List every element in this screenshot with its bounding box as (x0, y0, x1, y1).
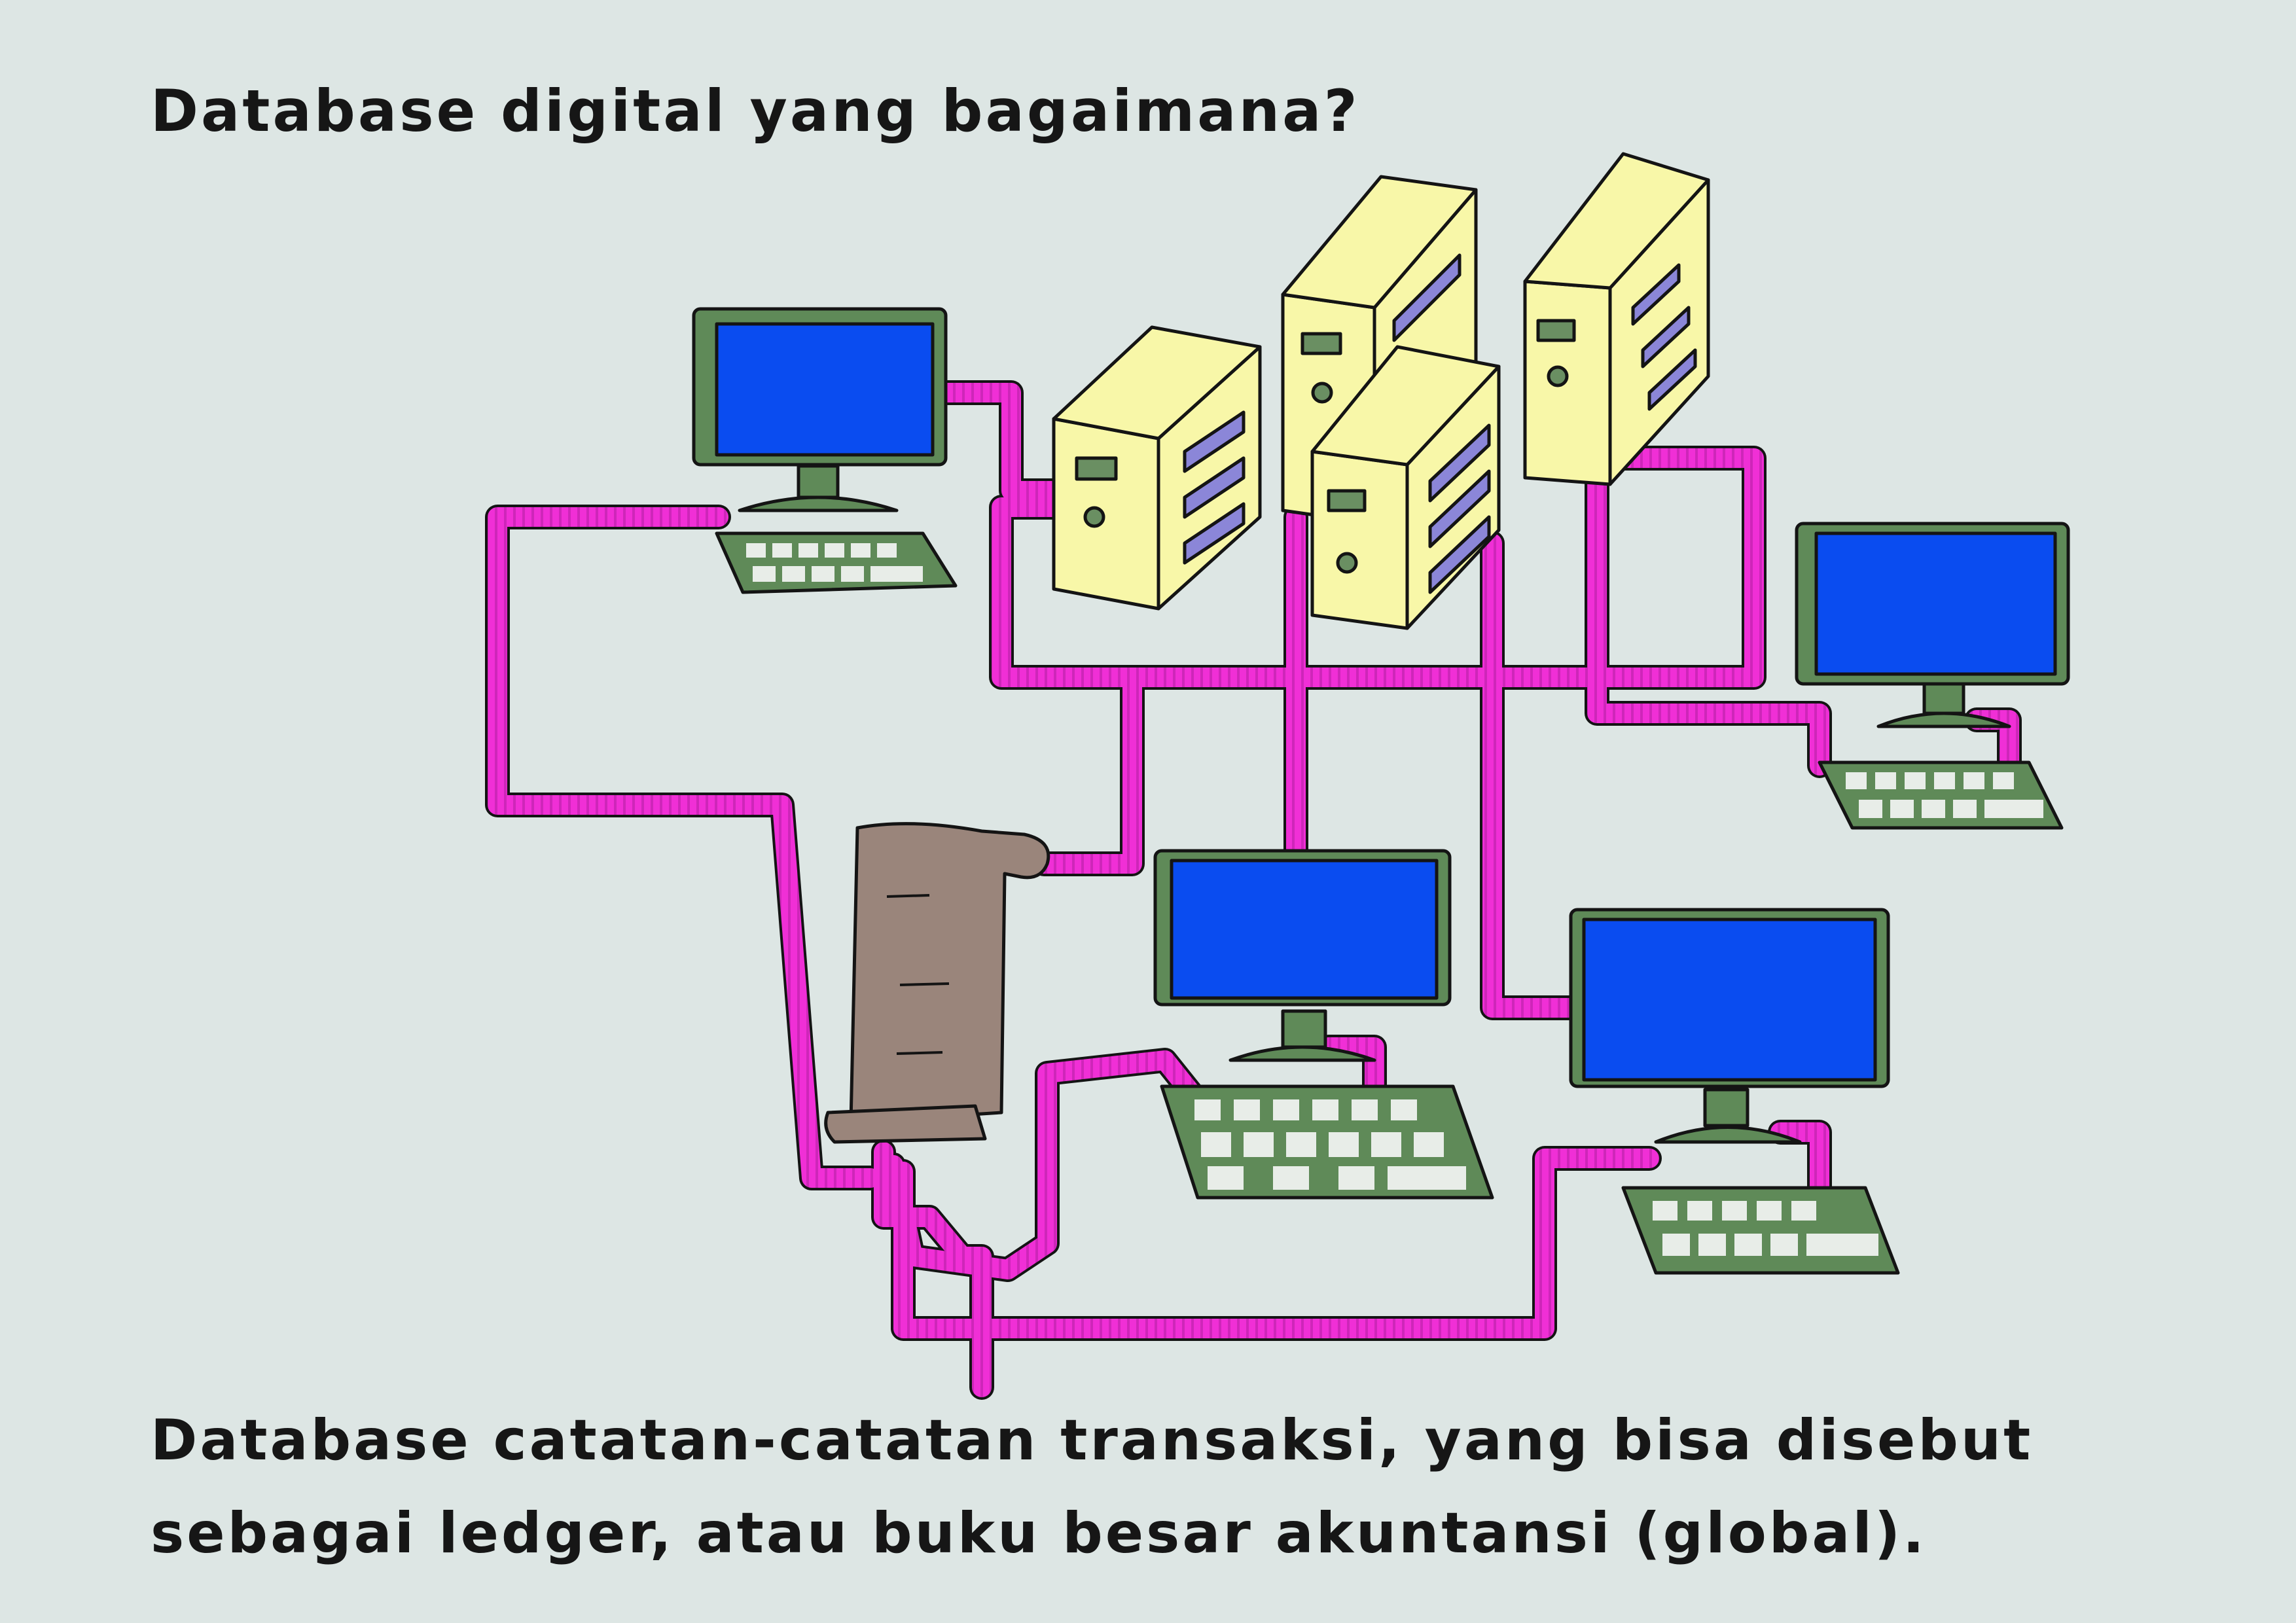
server-1 (1052, 325, 1262, 611)
description-line-2: sebagai ledger, atau buku besar akuntans… (151, 1501, 1927, 1566)
monitor-top-left (692, 307, 948, 512)
cable-network (485, 380, 2022, 1400)
server-4 (1310, 345, 1501, 630)
description-line-1: Database catatan-catatan transaksi, yang… (151, 1408, 2034, 1473)
server-3 (1523, 152, 1710, 486)
monitor-right (1795, 522, 2070, 728)
keyboard-center (1160, 1084, 1494, 1200)
monitor-center (1153, 849, 1452, 1062)
keyboard-top-left (715, 531, 958, 594)
server-2 (1281, 175, 1478, 526)
page-title: Database digital yang bagaimana? (151, 77, 1360, 145)
keyboard-bottom-right (1621, 1186, 1900, 1275)
keyboard-right (1818, 760, 2064, 830)
description-text: Database catatan-catatan transaksi, yang… (151, 1394, 2179, 1580)
monitor-bottom-right (1569, 908, 1890, 1144)
ledger-scroll-icon (824, 822, 1050, 1144)
